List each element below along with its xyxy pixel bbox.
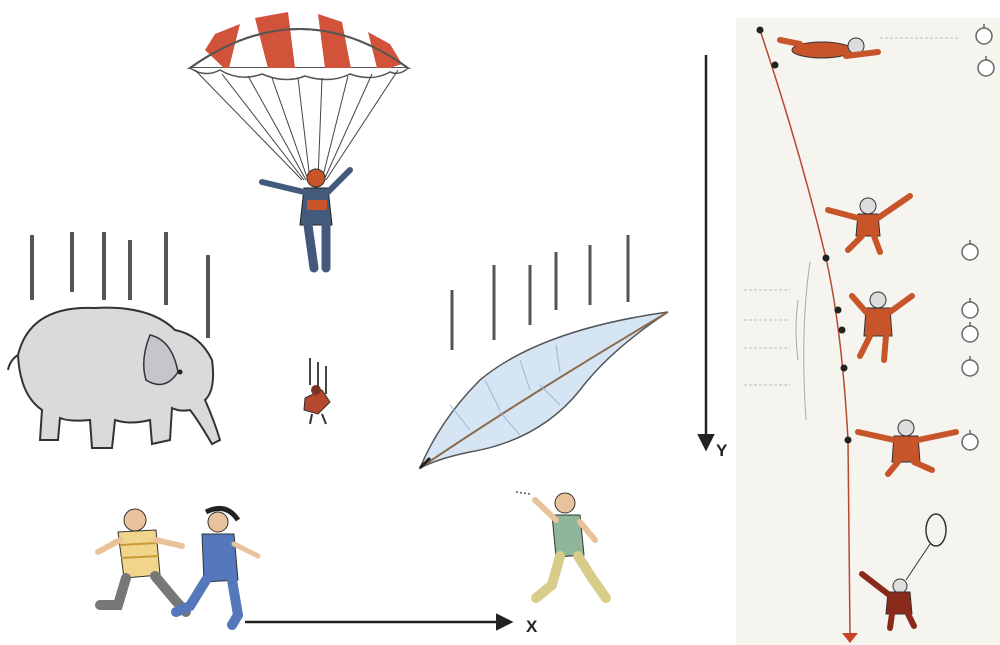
running-couple-icon — [98, 508, 258, 625]
y-axis-label: Y — [716, 441, 728, 460]
feather-icon — [420, 312, 668, 468]
y-axis: Y — [706, 55, 728, 460]
throwing-person-icon — [516, 492, 606, 598]
x-axis-label: X — [526, 617, 538, 636]
small-falling-figure-icon — [304, 358, 330, 424]
parachutist-icon — [190, 12, 408, 268]
elephant-icon — [8, 308, 220, 448]
x-axis: X — [245, 617, 538, 636]
skydiver-sequence-icon — [736, 18, 1000, 645]
